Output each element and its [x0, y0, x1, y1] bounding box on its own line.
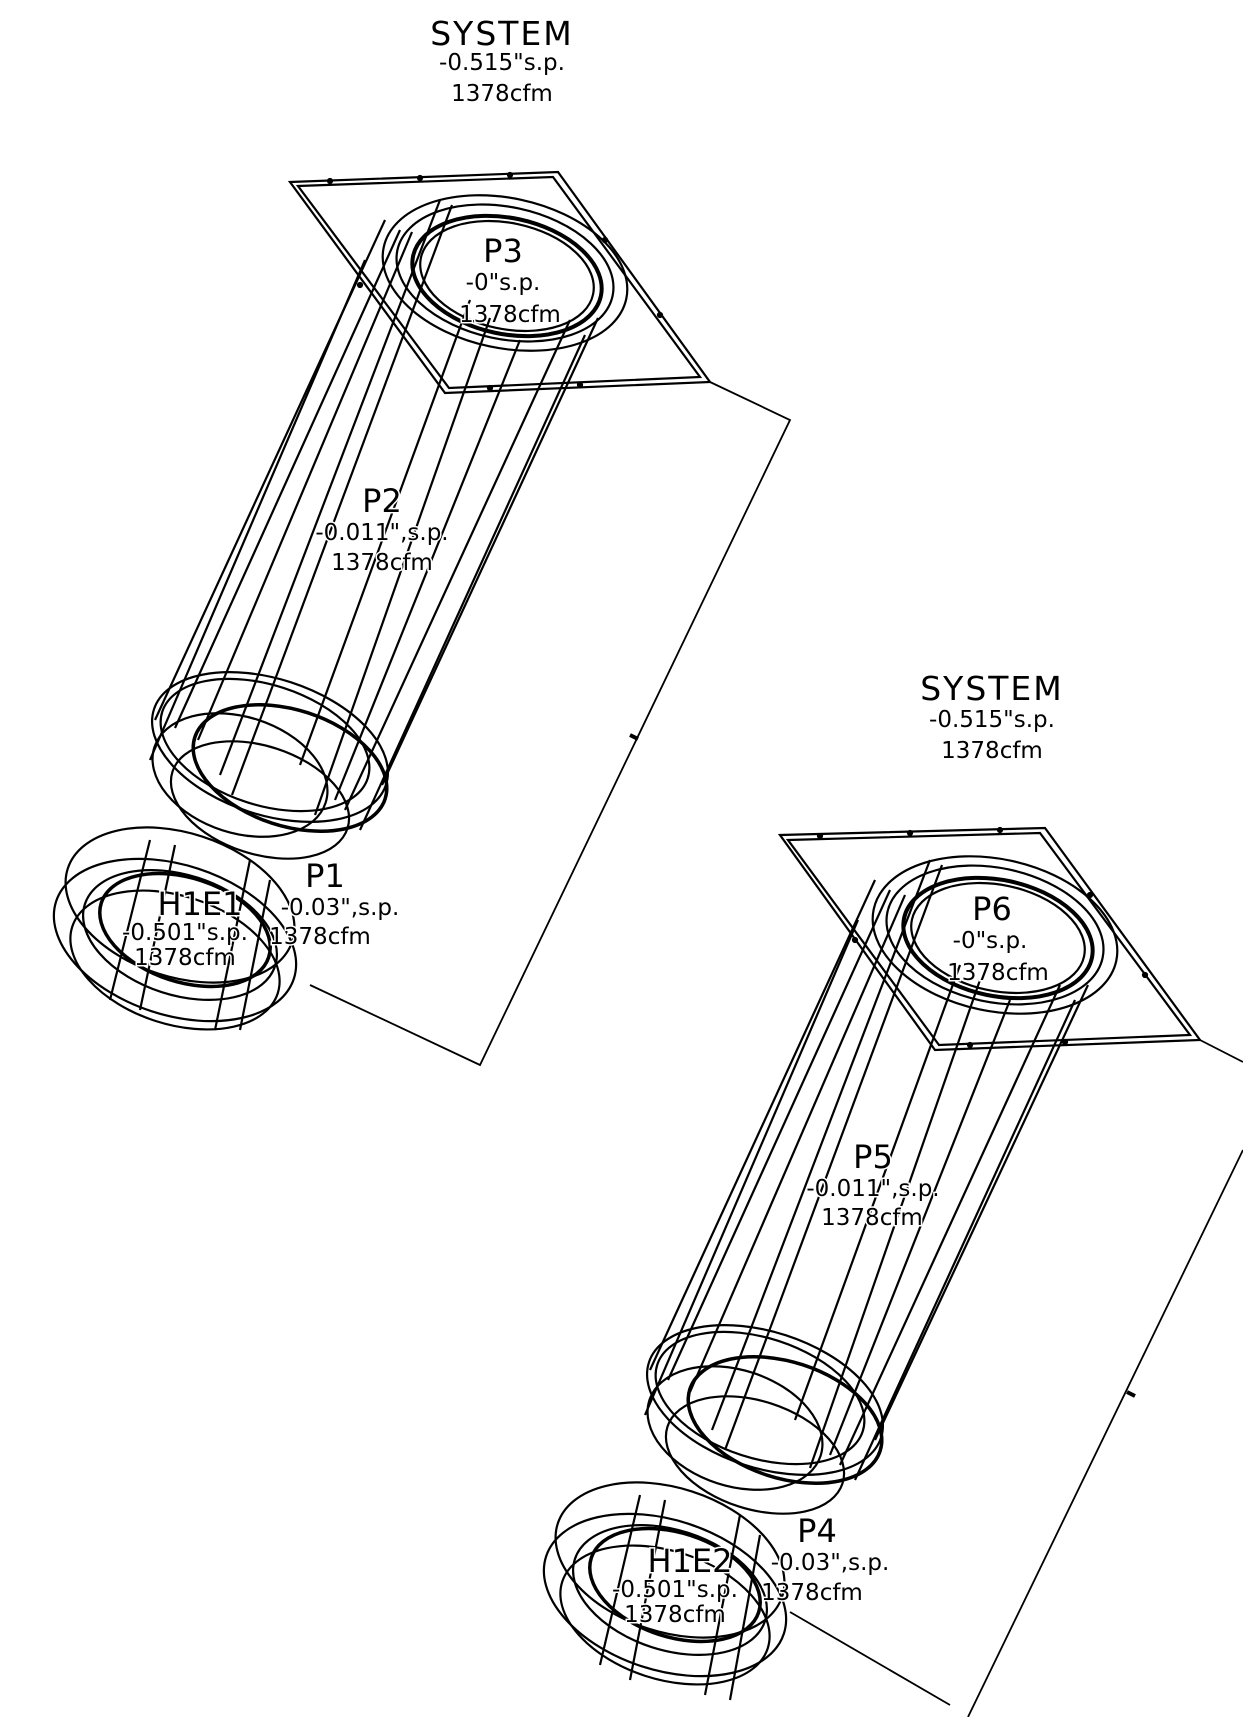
- system-1-title: SYSTEM: [430, 14, 574, 53]
- system-2-flow: 1378cfm: [941, 738, 1043, 764]
- p3-flow: 1378cfm: [459, 302, 561, 328]
- p2-tag: P2: [362, 482, 402, 520]
- dimension-line-1: [309, 381, 792, 1067]
- p3-pressure: -0"s.p.: [466, 270, 541, 296]
- p3-tag: P3: [483, 232, 523, 270]
- p4-flow: 1378cfm: [761, 1580, 863, 1606]
- p6-pressure: -0"s.p.: [953, 928, 1028, 954]
- h1e1-flow: 1378cfm: [134, 945, 236, 971]
- p6-tag: P6: [972, 890, 1012, 928]
- p4-pressure: -0.03",s.p.: [771, 1550, 890, 1576]
- p1-pressure: -0.03",s.p.: [281, 895, 400, 921]
- p6-flow: 1378cfm: [947, 960, 1049, 986]
- system-2-title: SYSTEM: [920, 669, 1064, 708]
- p1-tag: P1: [305, 857, 345, 895]
- coupling-rings-mid-2: [645, 1324, 885, 1515]
- p2-flow: 1378cfm: [331, 550, 433, 576]
- system-1-flow: 1378cfm: [451, 81, 553, 107]
- coupling-rings-mid-1: [150, 671, 390, 860]
- dimension-line-2: [789, 1039, 1243, 1717]
- flange-rings-top-1: [381, 194, 629, 352]
- hood-rings-1: [52, 826, 298, 1031]
- system-1-geometry: [52, 170, 792, 1067]
- flange-rings-top-2: [871, 855, 1119, 1015]
- p2-pressure: -0.011",s.p.: [315, 520, 448, 546]
- p4-tag: P4: [797, 1512, 837, 1550]
- system-2-pressure: -0.515"s.p.: [929, 707, 1055, 733]
- system-1: SYSTEM -0.515"s.p. 1378cfm P3 -0"s.p. 13…: [52, 14, 792, 1067]
- h1e1-pressure: -0.501"s.p.: [122, 920, 248, 946]
- hood-rings-2: [542, 1481, 788, 1701]
- h1e2-flow: 1378cfm: [624, 1602, 726, 1628]
- system-1-pressure: -0.515"s.p.: [439, 50, 565, 76]
- pipe-body-2: [643, 859, 1089, 1481]
- pipe-body-1: [148, 199, 599, 831]
- h1e1-tag: H1E1: [158, 885, 243, 923]
- h1e2-tag: H1E2: [648, 1542, 733, 1580]
- p5-tag: P5: [853, 1138, 893, 1176]
- system-2: SYSTEM -0.515"s.p. 1378cfm P6 -0"s.p. 13…: [542, 669, 1243, 1717]
- p5-flow: 1378cfm: [821, 1205, 923, 1231]
- p5-pressure: -0.011",s.p.: [806, 1176, 939, 1202]
- h1e2-pressure: -0.501"s.p.: [612, 1577, 738, 1603]
- system-2-geometry: [542, 826, 1243, 1717]
- p1-flow: 1378cfm: [269, 924, 371, 950]
